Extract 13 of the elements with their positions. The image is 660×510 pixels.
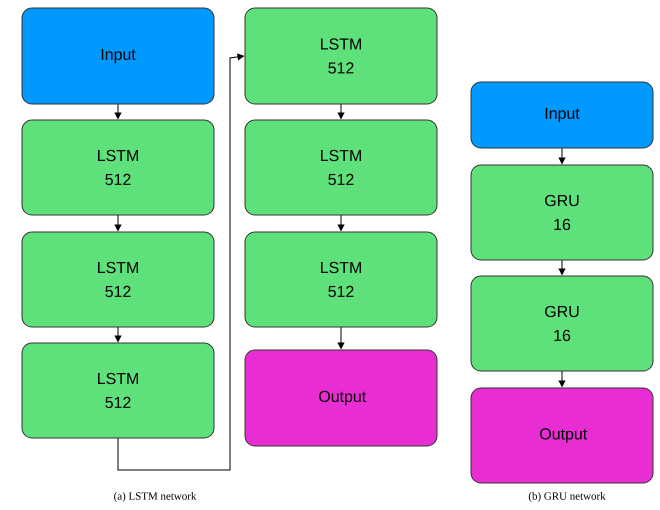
layer-box: LSTM 512 xyxy=(244,8,438,104)
layer-box: LSTM 512 xyxy=(22,342,214,438)
layer-box: Output xyxy=(244,350,438,446)
layer-box: LSTM 512 xyxy=(22,120,214,216)
layer-box: LSTM 512 xyxy=(244,232,438,328)
layer-box: Input xyxy=(22,8,214,104)
layer-box: Input xyxy=(470,82,654,148)
layer-box: LSTM 512 xyxy=(22,232,214,328)
layer-box: GRU 16 xyxy=(470,164,654,260)
layer-box: LSTM 512 xyxy=(244,120,438,216)
layer-box: GRU 16 xyxy=(470,276,654,372)
layer-box: Output xyxy=(470,388,654,484)
caption: (a) LSTM network xyxy=(114,492,196,502)
